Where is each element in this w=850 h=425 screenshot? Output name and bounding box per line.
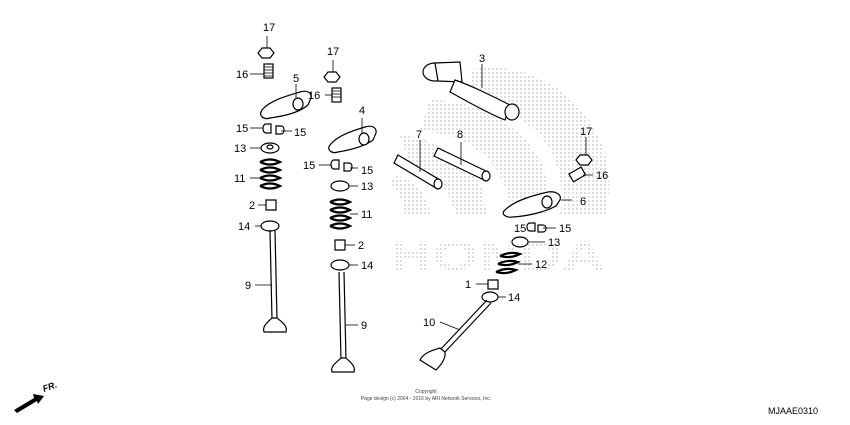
callout-11: 11 [361, 209, 372, 221]
copyright-line1: Copyright [415, 389, 437, 395]
callout-16: 16 [308, 90, 320, 102]
callout-9: 9 [245, 280, 251, 292]
callout-15: 15 [303, 160, 315, 172]
callout-16: 16 [596, 170, 608, 182]
front-arrow-icon: FR. [14, 380, 58, 413]
callout-13: 13 [361, 181, 373, 193]
diagram-code: MJAAE0310 [768, 406, 818, 416]
callout-15: 15 [559, 223, 571, 235]
exhaust-valve-stack [419, 154, 593, 371]
callout-16: 16 [236, 69, 248, 81]
callout-15: 15 [361, 165, 373, 177]
callout-14: 14 [508, 292, 520, 304]
callout-10: 10 [423, 317, 435, 329]
callout-15: 15 [236, 123, 248, 135]
callout-4: 4 [359, 105, 365, 117]
callout-7: 7 [416, 129, 422, 141]
callout-17: 17 [580, 126, 592, 138]
camshaft [422, 61, 520, 121]
leader-lines [250, 36, 593, 331]
callout-9: 9 [361, 320, 367, 332]
callout-12: 12 [535, 259, 547, 271]
callout-11: 11 [234, 173, 245, 185]
callout-2: 2 [249, 200, 255, 212]
callout-2: 2 [358, 240, 364, 252]
callout-15: 15 [294, 127, 306, 139]
direction-label: FR. [41, 380, 58, 394]
callout-1: 1 [465, 279, 471, 291]
left-valve-stack [257, 47, 312, 333]
callout-13: 13 [234, 143, 246, 155]
callout-14: 14 [361, 260, 373, 272]
copyright-line2: Page design (c) 2004 - 2016 by ARI Netwo… [361, 396, 491, 402]
callout-3: 3 [479, 53, 485, 65]
callout-8: 8 [457, 129, 463, 141]
callout-5: 5 [293, 73, 299, 85]
callout-14: 14 [238, 221, 250, 233]
callout-17: 17 [263, 22, 275, 34]
middle-valve-stack [323, 71, 377, 373]
callout-15: 15 [514, 223, 526, 235]
callout-13: 13 [548, 237, 560, 249]
callout-numbers: 17 16 5 15 15 13 11 2 14 9 17 16 4 15 15… [234, 22, 608, 332]
callout-17: 17 [327, 46, 339, 58]
callout-6: 6 [580, 196, 586, 208]
